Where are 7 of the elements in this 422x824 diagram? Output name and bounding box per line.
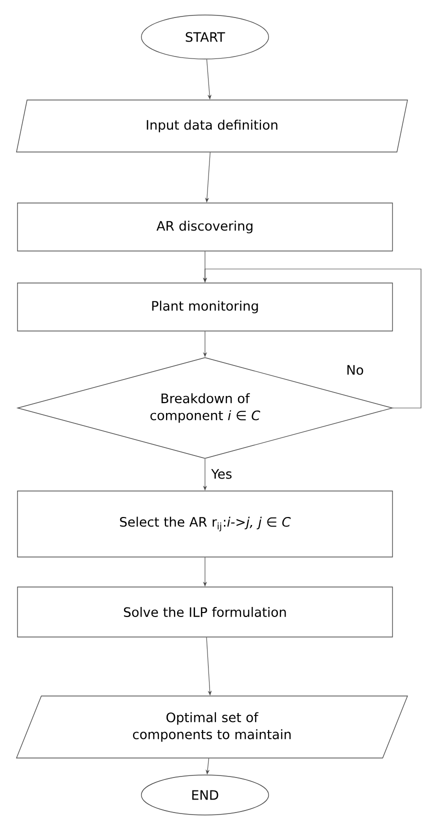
process-box: AR discovering (17, 202, 393, 252)
edge-label: Yes (209, 467, 234, 481)
process-box: Plant monitoring (17, 282, 393, 332)
data-parallelogram: Input data definition (16, 100, 408, 152)
edge-label: No (344, 363, 366, 377)
process-box: Solve the ILP formulation (17, 586, 393, 638)
process-box: Select the AR r$_{ij}$:i->j, j ∈ C (17, 490, 393, 558)
